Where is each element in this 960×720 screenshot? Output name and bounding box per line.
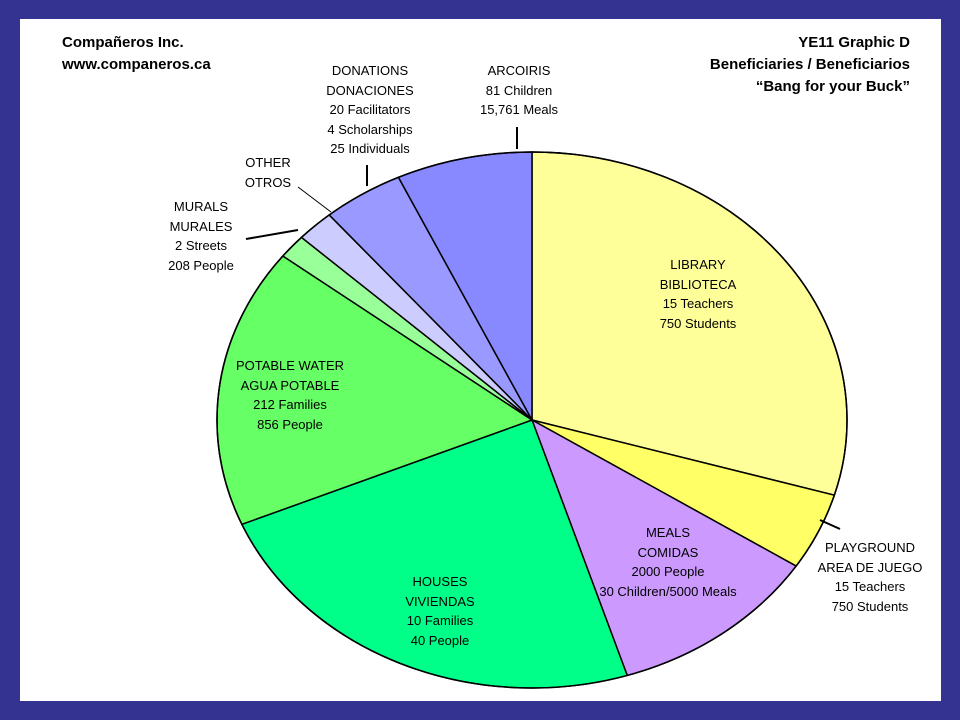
slice-label-line: 750 Students [659,315,737,331]
slice-label-line: 208 People [168,257,234,273]
slice-label-other: OTHER OTROS [245,153,291,192]
slice-label-line: POTABLE WATER [235,358,345,373]
slice-label-line: VIVIENDAS [405,593,475,609]
chart-title: Beneficiaries / Beneficiarios [709,56,910,73]
slice-label-line: 4 Scholarships [327,121,413,137]
slice-label-line: 81 Children [485,82,553,98]
slice-label-line: MURALES [169,218,233,234]
slice-label-library: LIBRARY BIBLIOTECA 15 Teachers 750 Students [660,255,737,333]
slice-label-line: COMIDAS [637,544,699,560]
slice-label-line: MURALS [173,199,229,214]
leader-line-playground [819,519,841,530]
slice-label-line: 15 Teachers [662,296,734,311]
slice-label-line: 40 People [410,632,470,648]
slice-label-line: DONACIONES [326,82,414,98]
company-website: www.companeros.ca [62,56,211,73]
slice-label-line: LIBRARY [670,257,726,272]
slice-label-line: PLAYGROUND [824,540,916,555]
slice-label-line: 20 Facilitators [329,102,411,117]
slice-label-line: AREA DE JUEGO [817,559,923,575]
slice-label-line: 856 People [257,416,323,432]
slice-label-line: MEALS [645,525,691,540]
slice-label-line: OTHER [245,155,291,170]
slice-label-houses: HOUSES VIVIENDAS 10 Families 40 People [405,572,474,650]
slice-label-line: DONATIONS [331,63,409,78]
graphic-id: YE11 Graphic D [798,34,910,51]
pie-chart [216,127,848,689]
slice-label-line: 212 Families [253,397,327,412]
slice-label-line: AGUA POTABLE [240,377,340,393]
chart-frame: Compañeros Inc. www.companeros.ca YE11 G… [20,19,941,701]
slice-label-meals: MEALS COMIDAS 2000 People 30 Children/5000 … [599,523,736,601]
leader-line-other [297,186,332,213]
slice-label-line: 2000 People [631,564,705,579]
slice-label-line: 15 Teachers [834,579,906,594]
slice-label-line: 25 Individuals [330,141,410,156]
slice-label-line: BIBLIOTECA [659,276,737,292]
slice-label-potable-water: POTABLE WATER AGUA POTABLE 212 Families 856… [236,356,344,434]
chart-subtitle: “Bang for your Buck” [755,78,910,95]
slice-label-line: OTROS [244,174,292,190]
company-header: Compañeros Inc. www.companeros.ca [62,32,211,76]
slice-label-murals: MURALS MURALES 2 Streets 208 People [168,197,234,275]
leader-line-murals [245,229,299,240]
chart-title-block: YE11 Graphic D Beneficiaries / Beneficia… [710,32,910,98]
slice-label-donations: DONATIONS DONACIONES 20 Facilitators 4 Scho… [326,61,413,159]
slice-label-line: 2 Streets [174,238,228,253]
company-name: Compañeros Inc. [62,34,184,51]
slice-label-line: 750 Students [831,598,909,614]
slice-label-arcoiris: ARCOIRIS 81 Children 15,761 Meals [480,61,558,120]
slice-label-line: 15,761 Meals [479,102,559,117]
slice-label-playground: PLAYGROUND AREA DE JUEGO 15 Teachers 750 St… [818,538,923,616]
slice-label-line: ARCOIRIS [487,63,551,78]
slice-label-line: HOUSES [412,574,468,589]
slice-label-line: 10 Families [406,613,474,628]
pie-outline [216,151,848,689]
slice-label-line: 30 Children/5000 Meals [599,583,737,599]
